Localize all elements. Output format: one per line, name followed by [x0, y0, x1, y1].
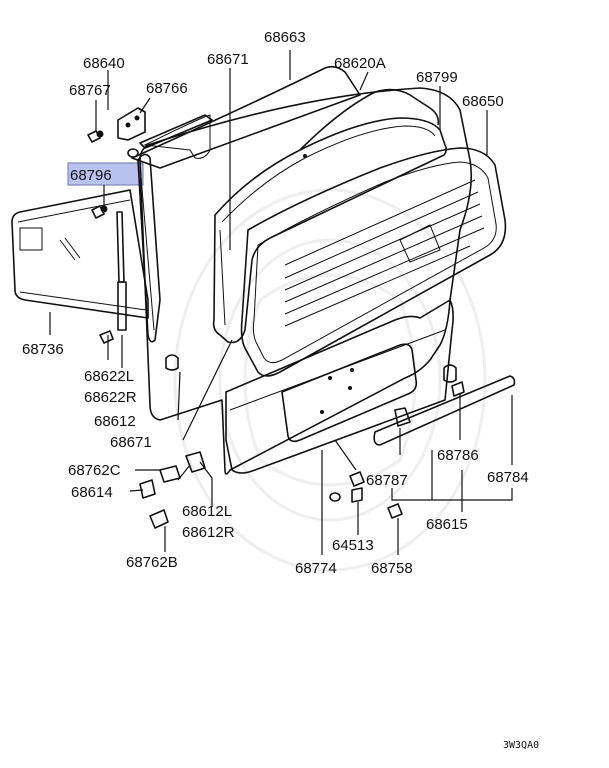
part-label-68671-bottom: 68671 — [110, 434, 152, 451]
part-label-68787: 68787 — [366, 472, 408, 489]
part-label-68736: 68736 — [22, 341, 64, 358]
diagram-code: 3W3QA0 — [503, 740, 539, 751]
leader-lines — [49, 50, 513, 555]
part-label-68767: 68767 — [69, 82, 111, 99]
watermark — [173, 188, 487, 572]
part-label-68615: 68615 — [426, 516, 468, 533]
part-label-68612l: 68612L — [182, 503, 232, 520]
part-label-68650: 68650 — [462, 93, 504, 110]
part-label-68663: 68663 — [264, 29, 306, 46]
part-label-68796: 68796 — [70, 167, 112, 184]
part-label-68620a: 68620A — [334, 55, 386, 72]
part-label-68612r: 68612R — [182, 524, 235, 541]
part-label-68758: 68758 — [371, 560, 413, 577]
part-label-68799: 68799 — [416, 69, 458, 86]
part-label-64513: 64513 — [332, 537, 374, 554]
part-label-68766: 68766 — [146, 80, 188, 97]
part-label-68612: 68612 — [94, 413, 136, 430]
part-label-68762c: 68762C — [68, 462, 121, 479]
part-label-68640: 68640 — [83, 55, 125, 72]
part-label-68622r: 68622R — [84, 389, 137, 406]
part-label-68614: 68614 — [71, 484, 113, 501]
part-label-68774: 68774 — [295, 560, 337, 577]
part-label-68622l: 68622L — [84, 368, 134, 385]
tailgate-drawing — [11, 65, 516, 529]
highlight-box — [67, 162, 144, 186]
part-label-68762b: 68762B — [126, 554, 178, 571]
part-label-68671-top: 68671 — [207, 51, 249, 68]
part-label-68786: 68786 — [437, 447, 479, 464]
part-label-68784: 68784 — [487, 469, 529, 486]
